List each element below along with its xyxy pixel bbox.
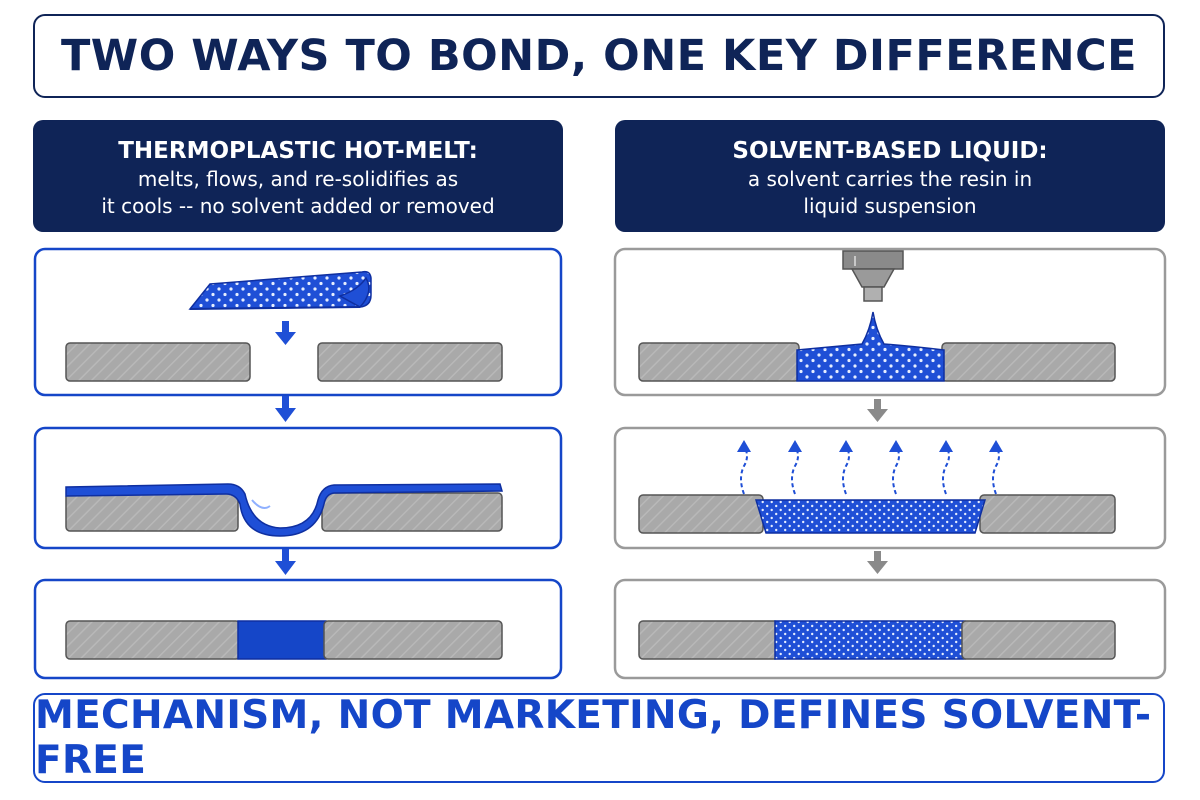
substrate-left [65,620,241,660]
liquid-adhesive-drop [796,311,945,382]
down-arrow-icon [867,399,888,422]
substrate-left [638,342,800,382]
down-arrow-icon [275,396,296,422]
hot-melt-description: melts, flows, and re-solidifies as it co… [101,167,495,218]
up-arrow-icon [737,440,1003,452]
down-arrow-icon [275,549,296,575]
melted-adhesive [65,483,503,537]
hot-melt-header: THERMOPLASTIC HOT-MELT: melts, flows, an… [33,120,563,232]
substrate-right [317,342,503,382]
substrate-right [979,494,1116,534]
solvent-adhesive-layer [754,499,987,534]
substrate-right [323,620,503,660]
substrate-right [941,342,1116,382]
dispenser-nozzle-icon [842,250,904,302]
solid-adhesive-bond [237,620,327,660]
substrate-left [65,342,251,382]
down-arrow-icon [275,321,296,345]
substrate-right [321,492,503,532]
footer-banner: MECHANISM, NOT MARKETING, DEFINES SOLVEN… [33,693,1165,783]
dried-adhesive-bond [774,620,966,660]
solvent-header: SOLVENT-BASED LIQUID: a solvent carries … [615,120,1165,232]
solvent-description: a solvent carries the resin in liquid su… [747,167,1033,218]
substrate-right [961,620,1116,660]
solvent-heading: SOLVENT-BASED LIQUID: [732,138,1048,164]
down-arrow-icon [867,551,888,574]
substrate-left [638,620,780,660]
substrate-left [65,492,239,532]
footer-text: MECHANISM, NOT MARKETING, DEFINES SOLVEN… [35,693,1152,783]
title-banner: TWO WAYS TO BOND, ONE KEY DIFFERENCE [33,14,1165,98]
hot-melt-heading: THERMOPLASTIC HOT-MELT: [118,138,478,164]
substrate-left [638,494,764,534]
page-title: TWO WAYS TO BOND, ONE KEY DIFFERENCE [60,31,1138,81]
adhesive-film-sheet [188,270,372,310]
